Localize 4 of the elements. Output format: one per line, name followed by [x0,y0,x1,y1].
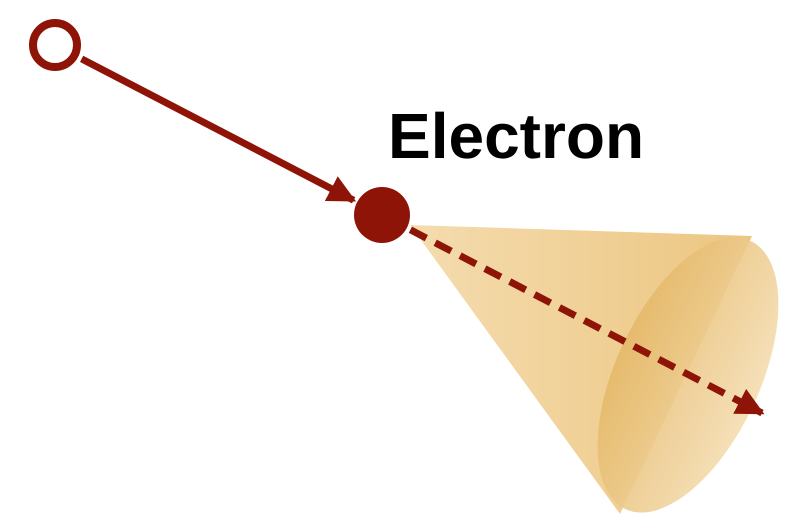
particle-label: Electron [388,104,644,168]
hollow-circle [29,19,81,71]
arrow [408,226,764,416]
arrow [80,56,356,204]
